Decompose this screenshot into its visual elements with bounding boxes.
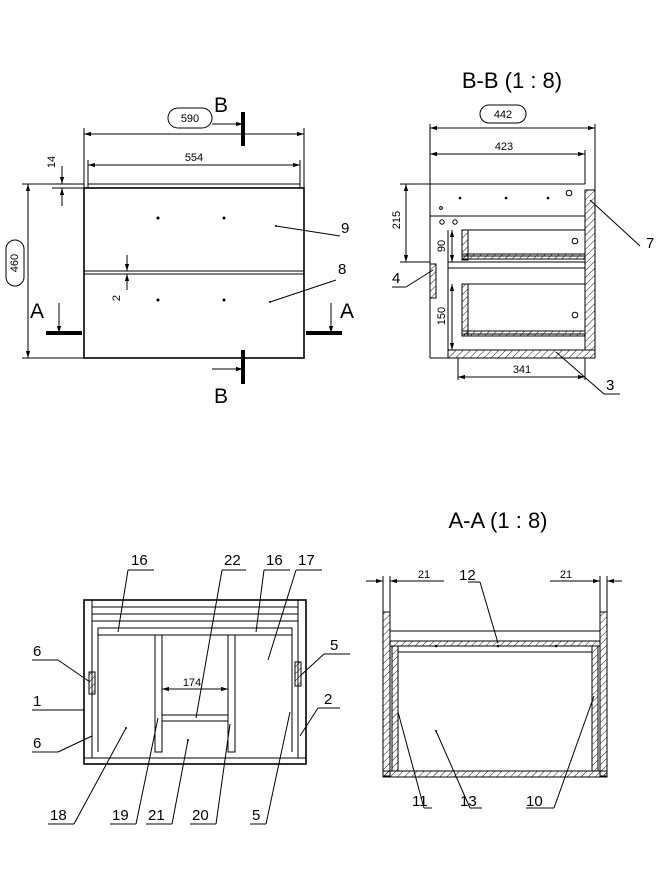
hinge-right <box>294 661 302 687</box>
label-10: 10 <box>526 793 543 810</box>
top-rail <box>97 627 293 636</box>
upper-drawer-front <box>461 229 469 261</box>
dim-590-badge <box>167 107 213 129</box>
frame-outline <box>83 599 307 765</box>
dim-14: 14 <box>46 156 58 168</box>
dim-21-right: 21 <box>560 569 572 581</box>
label-1: 1 <box>33 693 41 710</box>
dim-423: 423 <box>495 141 513 153</box>
front-outline <box>83 187 305 359</box>
middle-shelf <box>161 714 229 722</box>
dim-174: 174 <box>183 677 201 689</box>
label-16-left: 16 <box>131 552 148 569</box>
label-16-right: 16 <box>266 552 283 569</box>
label-3: 3 <box>606 377 614 394</box>
hinge-left <box>88 671 96 695</box>
label-4: 4 <box>392 270 400 287</box>
front-view: 590 554 14 460 2 9 8 B B <box>5 94 354 408</box>
upper-drawer-box <box>461 229 586 257</box>
front-panel <box>429 263 437 299</box>
front-top-strip <box>87 183 301 189</box>
back-panel <box>584 189 596 351</box>
label-6-upper: 6 <box>33 643 41 660</box>
handle-dot <box>222 298 226 302</box>
label-12: 12 <box>459 567 476 584</box>
section-a-left: A <box>30 300 44 323</box>
label-20: 20 <box>192 807 209 824</box>
bottom-panel <box>447 349 596 359</box>
lower-drawer-front <box>461 283 469 337</box>
section-b-bottom: B <box>214 385 228 408</box>
label-13: 13 <box>460 793 477 810</box>
dim-215: 215 <box>391 211 403 229</box>
label-9: 9 <box>341 220 349 237</box>
post-left <box>154 634 163 753</box>
dim-442: 442 <box>494 109 512 121</box>
dim-2: 2 <box>111 295 123 301</box>
drawer-inner <box>397 651 593 772</box>
title-aa: A-A (1 : 8) <box>448 508 547 533</box>
label-7: 7 <box>646 235 654 252</box>
bottom-board <box>382 770 608 778</box>
dim-21-left: 21 <box>418 569 430 581</box>
label-18: 18 <box>50 807 67 824</box>
drawer-side-right <box>591 645 599 772</box>
dim-460-badge <box>5 239 25 287</box>
section-aa: A-A (1 : 8) 21 21 12 11 <box>366 508 622 810</box>
side-left <box>382 611 391 777</box>
handle-dot <box>156 216 160 220</box>
post-right <box>227 634 236 753</box>
section-b-top: B <box>214 94 228 117</box>
section-a-right: A <box>340 300 354 323</box>
dim-554: 554 <box>185 152 203 164</box>
side-right <box>599 611 608 777</box>
label-6-lower: 6 <box>33 735 41 752</box>
label-17: 17 <box>298 552 315 569</box>
label-2: 2 <box>324 691 332 708</box>
label-8: 8 <box>338 261 346 278</box>
dim-90: 90 <box>436 240 448 252</box>
dim-442-badge <box>479 104 527 124</box>
top-panel <box>389 640 601 647</box>
label-5-bottom: 5 <box>252 807 260 824</box>
drawer-side-left <box>391 645 399 772</box>
label-22: 22 <box>224 552 241 569</box>
label-19: 19 <box>112 807 129 824</box>
label-5-upper: 5 <box>330 637 338 654</box>
handle-dot <box>222 216 226 220</box>
title-bb: B-B (1 : 8) <box>462 68 562 93</box>
dim-341: 341 <box>513 364 531 376</box>
dim-150: 150 <box>436 307 448 325</box>
section-bb: B-B (1 : 8) <box>391 68 654 395</box>
dim-590: 590 <box>181 113 199 125</box>
frame-view: 174 16 22 16 17 6 1 6 5 2 18 <box>32 552 350 825</box>
label-21: 21 <box>148 807 165 824</box>
lower-drawer-bottom <box>461 330 586 337</box>
handle-dot <box>156 298 160 302</box>
label-11: 11 <box>412 793 428 810</box>
lower-drawer-box <box>461 283 586 335</box>
upper-drawer-bottom <box>461 253 586 260</box>
dim-460: 460 <box>9 254 21 272</box>
